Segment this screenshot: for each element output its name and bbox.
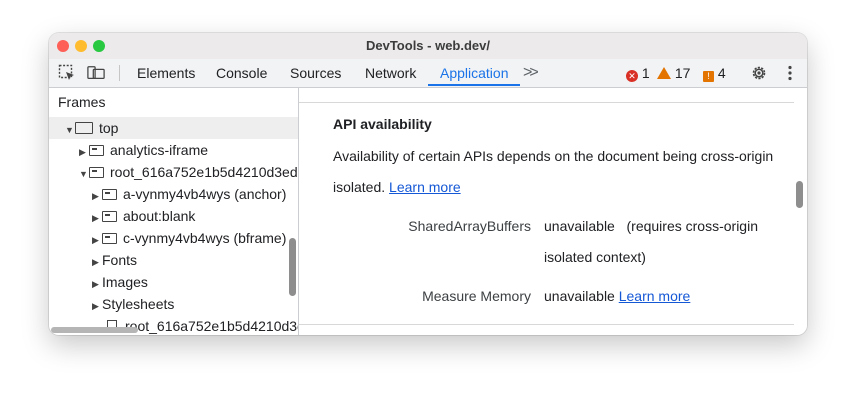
settings-gear-icon[interactable]	[750, 64, 768, 82]
expanded-triangle-icon: ▼	[65, 125, 74, 135]
more-tabs-chevron-icon[interactable]: >>	[523, 64, 539, 81]
frame-icon	[102, 233, 117, 244]
zoom-window-button[interactable]	[93, 40, 105, 52]
collapsed-triangle-icon: ▶	[92, 301, 99, 311]
title-bar: DevTools - web.dev/	[49, 33, 807, 59]
measure-memory-label: Measure Memory	[422, 288, 531, 304]
frame-icon	[75, 122, 93, 134]
collapsed-triangle-icon: ▶	[92, 279, 99, 289]
tree-item-stylesheets[interactable]: ▶Stylesheets	[49, 293, 298, 315]
section-divider	[299, 324, 794, 325]
toolbar-separator	[119, 65, 120, 81]
tab-sources[interactable]: Sources	[290, 65, 342, 81]
error-count: 1	[641, 65, 650, 81]
api-availability-heading: API availability	[333, 116, 432, 132]
tab-network[interactable]: Network	[365, 65, 417, 81]
measure-memory-learn-more-link[interactable]: Learn more	[618, 288, 691, 304]
window-title: DevTools - web.dev/	[365, 38, 490, 53]
application-main-panel: API availability Availability of certain…	[299, 88, 807, 335]
tree-item-analytics-iframe[interactable]: ▶analytics-iframe	[49, 139, 298, 161]
tree-item-fonts[interactable]: ▶Fonts	[49, 249, 298, 271]
issues-count: 4	[717, 65, 726, 81]
inspect-element-icon[interactable]	[58, 64, 76, 82]
shared-array-buffers-label: SharedArrayBuffers	[408, 218, 531, 234]
learn-more-link[interactable]: Learn more	[389, 179, 461, 195]
tree-item-bframe[interactable]: ▶c-vynmy4vb4wys (bframe)	[49, 227, 298, 249]
collapsed-triangle-icon: ▶	[92, 191, 99, 201]
minimize-window-button[interactable]	[75, 40, 87, 52]
frame-icon	[89, 145, 104, 156]
devtools-toolbar: Elements Console Sources Network Applica…	[49, 59, 807, 88]
error-counter[interactable]: ✕ 1	[626, 59, 650, 87]
tree-item-anchor-frame[interactable]: ▶a-vynmy4vb4wys (anchor)	[49, 183, 298, 205]
sidebar-vertical-scrollbar[interactable]	[289, 238, 296, 296]
warning-icon	[657, 67, 671, 79]
api-description-line2: isolated. Learn more	[333, 179, 461, 195]
devtools-window: DevTools - web.dev/ Elements Console Sou…	[49, 33, 807, 335]
tab-elements[interactable]: Elements	[137, 65, 196, 81]
shared-array-buffers-value-cont: isolated context)	[544, 249, 646, 265]
section-divider	[299, 102, 794, 103]
device-toolbar-icon[interactable]	[87, 64, 105, 82]
warning-count: 17	[674, 65, 691, 81]
issues-counter[interactable]: ! 4	[703, 59, 726, 87]
tree-item-images[interactable]: ▶Images	[49, 271, 298, 293]
frames-sidebar: Frames ▼top ▶analytics-iframe ▼root_616a…	[49, 88, 299, 335]
close-window-button[interactable]	[57, 40, 69, 52]
tree-item-root-frame[interactable]: ▼root_616a752e1b5d4210d3ed	[49, 161, 298, 183]
expanded-triangle-icon: ▼	[79, 169, 88, 179]
collapsed-triangle-icon: ▶	[92, 235, 99, 245]
tree-item-about-blank[interactable]: ▶about:blank	[49, 205, 298, 227]
main-vertical-scrollbar[interactable]	[796, 181, 803, 208]
collapsed-triangle-icon: ▶	[79, 147, 86, 157]
tab-console[interactable]: Console	[216, 65, 268, 81]
frame-icon	[102, 189, 117, 200]
collapsed-triangle-icon: ▶	[92, 257, 99, 267]
frame-icon	[89, 167, 104, 178]
frame-icon	[102, 211, 117, 222]
frames-heading: Frames	[58, 94, 106, 110]
tab-application[interactable]: Application	[440, 65, 509, 81]
active-tab-indicator	[428, 84, 520, 86]
measure-memory-value: unavailable Learn more	[544, 288, 691, 304]
shared-array-buffers-value: unavailable (requires cross-origin	[544, 218, 758, 234]
api-description-line1: Availability of certain APIs depends on …	[333, 148, 774, 164]
tree-item-top[interactable]: ▼top	[49, 117, 298, 139]
warning-counter[interactable]: 17	[657, 59, 690, 87]
collapsed-triangle-icon: ▶	[92, 213, 99, 223]
error-icon: ✕	[626, 70, 638, 82]
issue-icon: !	[703, 71, 714, 82]
sidebar-horizontal-scrollbar[interactable]	[51, 327, 138, 333]
more-options-kebab-icon[interactable]	[781, 64, 799, 82]
